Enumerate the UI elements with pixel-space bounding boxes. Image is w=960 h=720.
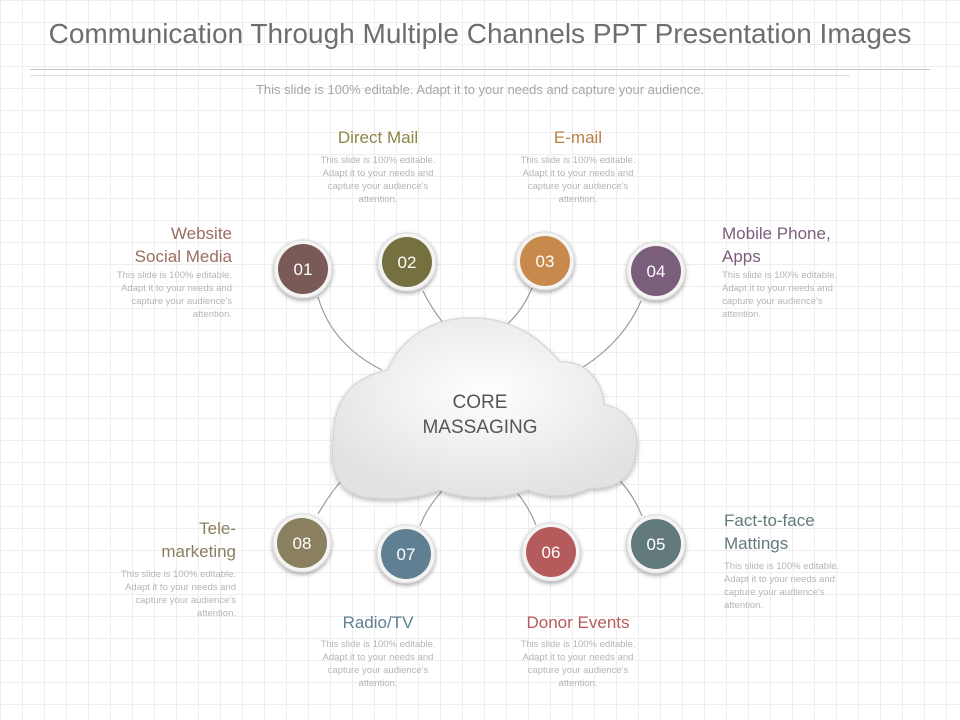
node-desc-08: This slide is 100% editable. Adapt it to… xyxy=(120,569,236,619)
node-label-07: Radio/TV xyxy=(342,613,414,632)
node-label-08: Tele- marketing xyxy=(161,519,236,561)
core-message: CORE MASSAGING xyxy=(422,392,538,438)
node-label-01: Website Social Media xyxy=(134,224,232,266)
node-label-04: Mobile Phone, Apps xyxy=(722,224,831,266)
node-desc-04: This slide is 100% editable. Adapt it to… xyxy=(722,270,838,320)
node-desc-07: This slide is 100% editable. Adapt it to… xyxy=(320,639,436,689)
core-cloud xyxy=(331,317,638,500)
node-label-06: Donor Events xyxy=(526,613,630,632)
slide-title: Communication Through Multiple Channels … xyxy=(48,18,912,49)
node-desc-02: This slide is 100% editable. Adapt it to… xyxy=(320,155,436,205)
node-label-05: Fact-to-face Mattings xyxy=(724,511,815,553)
slide-subtitle: This slide is 100% editable. Adapt it to… xyxy=(255,82,705,97)
connector-02 xyxy=(422,290,447,327)
connector-04 xyxy=(574,300,642,373)
connector-03 xyxy=(504,287,533,327)
title-divider-secondary xyxy=(30,75,850,76)
node-label-02: Direct Mail xyxy=(337,128,419,147)
node-desc-01: This slide is 100% editable. Adapt it to… xyxy=(116,270,232,320)
connector-05 xyxy=(616,477,643,517)
node-desc-06: This slide is 100% editable. Adapt it to… xyxy=(520,639,636,689)
connector-01 xyxy=(317,296,383,371)
node-label-03: E-mail xyxy=(553,128,603,147)
node-desc-03: This slide is 100% editable. Adapt it to… xyxy=(520,155,636,205)
title-divider xyxy=(30,69,930,70)
node-desc-05: This slide is 100% editable. Adapt it to… xyxy=(724,561,840,611)
